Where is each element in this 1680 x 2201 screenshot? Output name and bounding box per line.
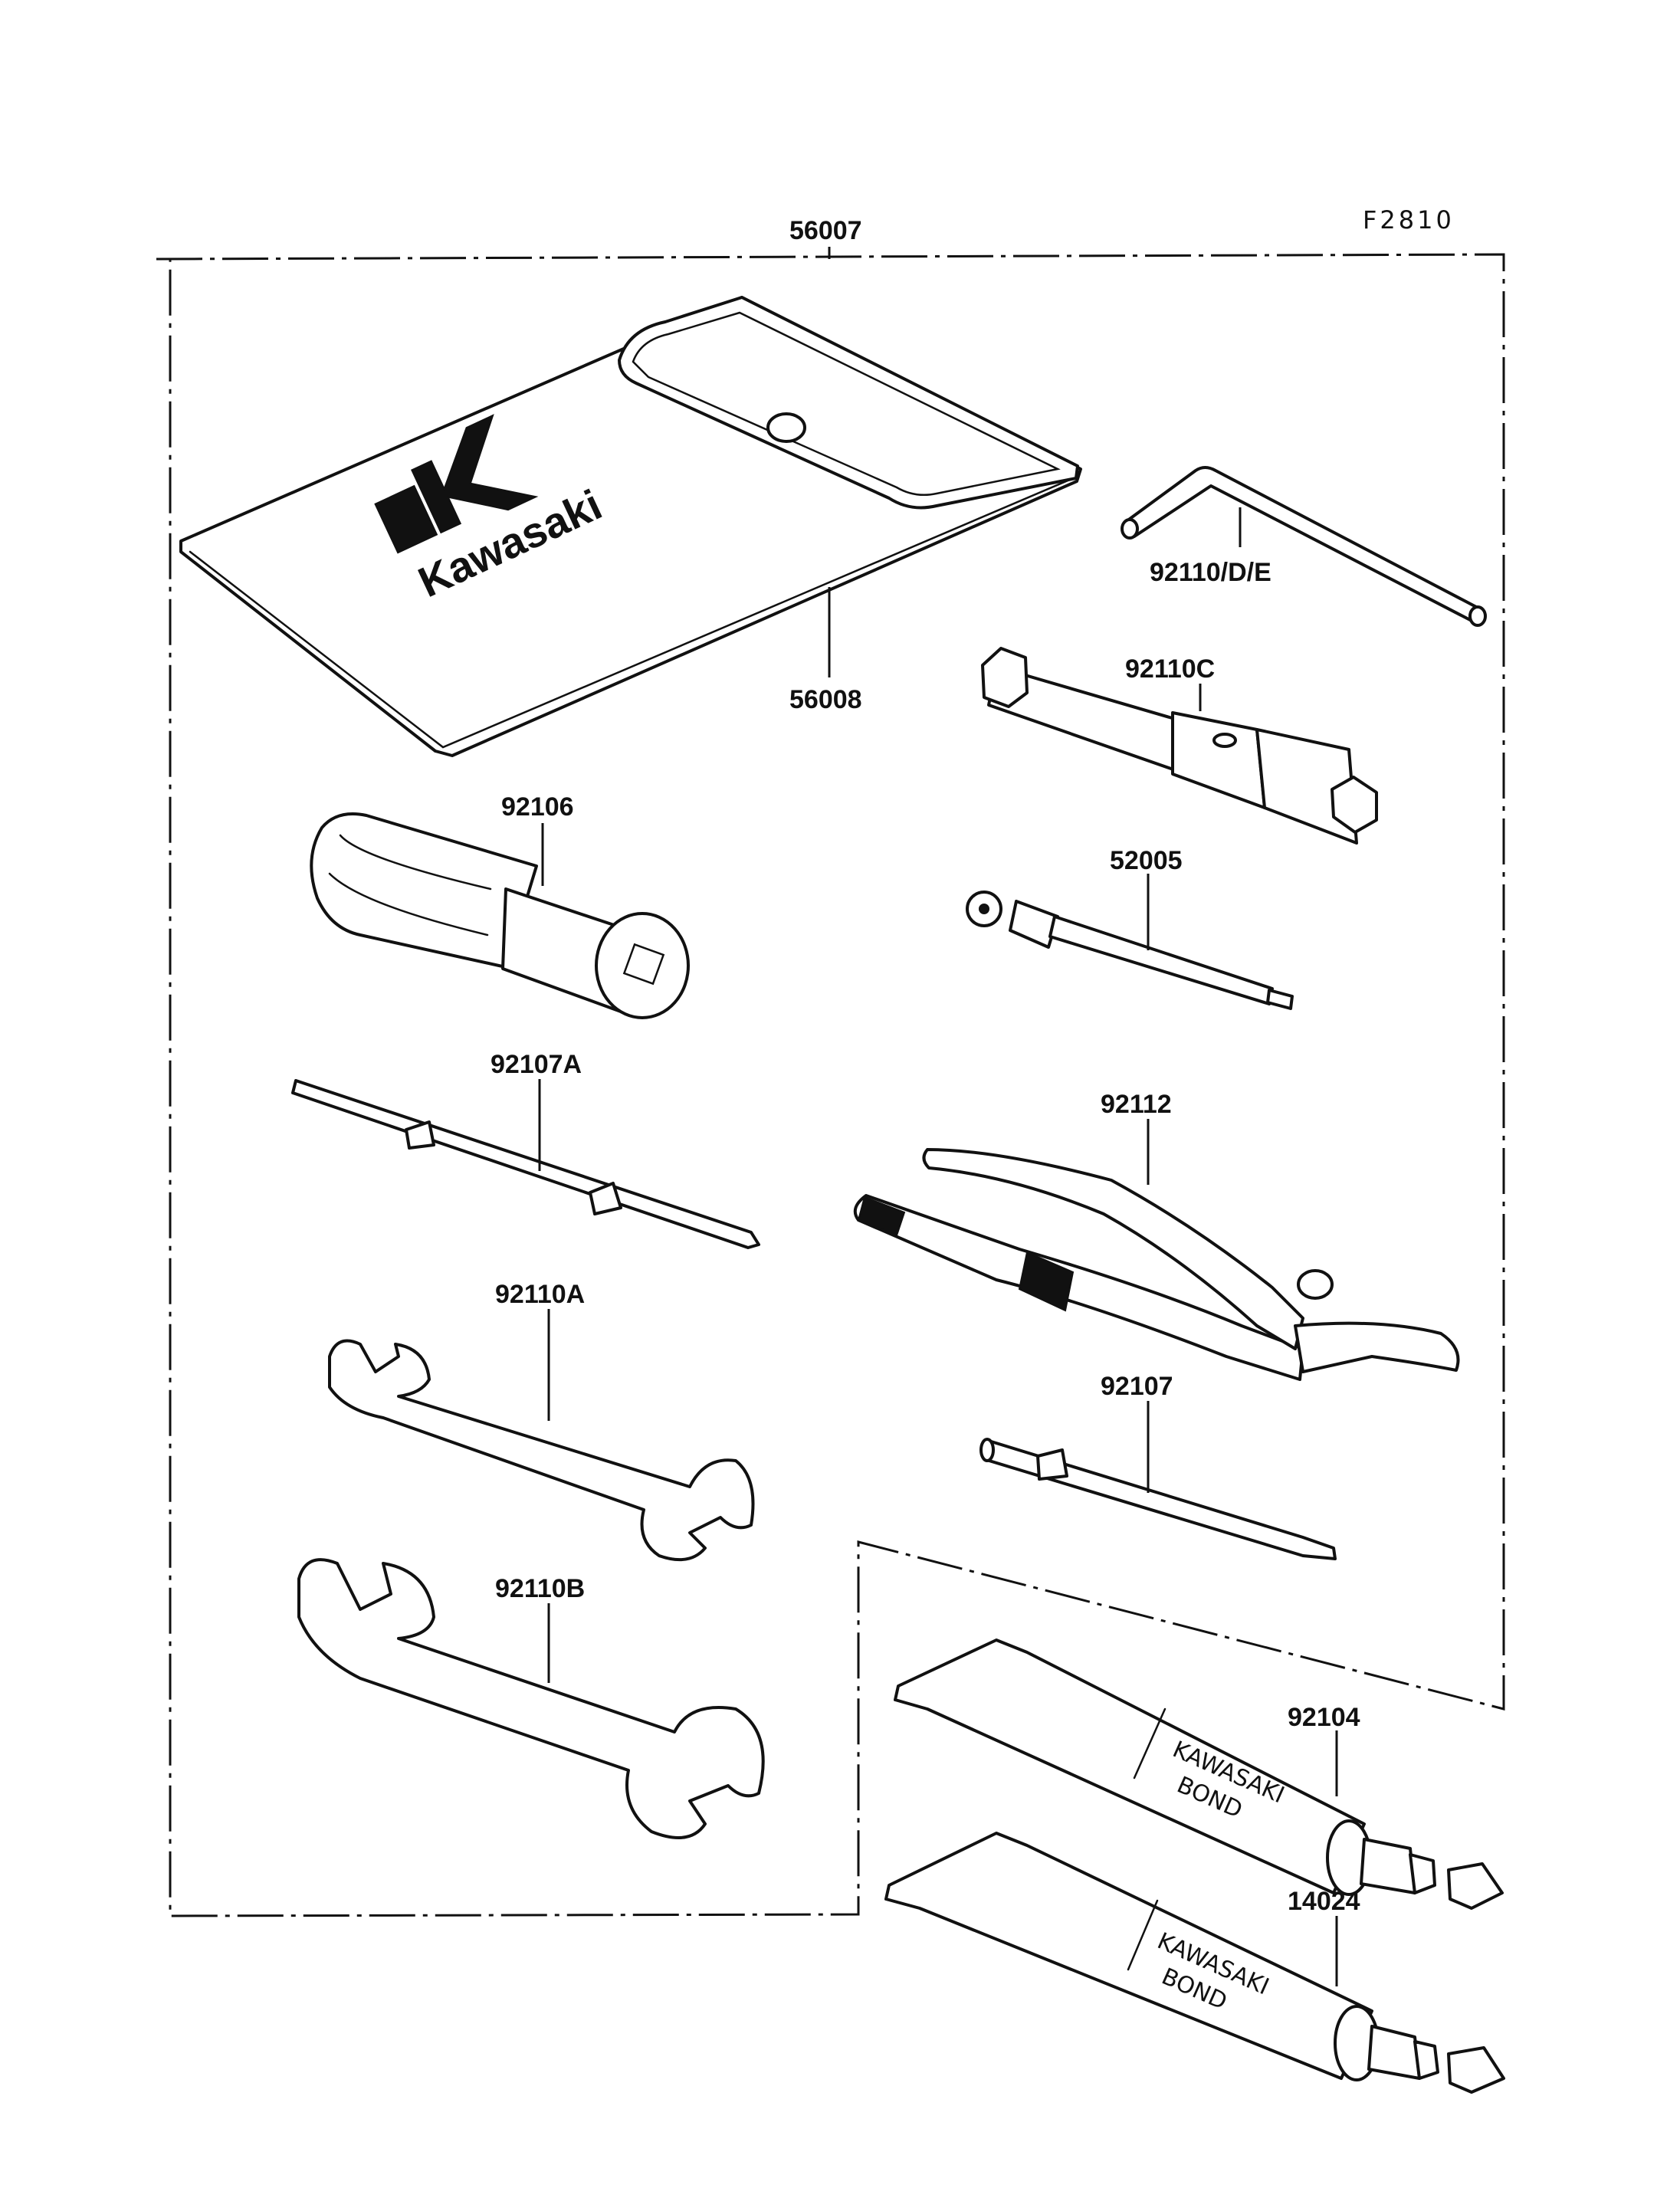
wrench-b	[297, 1558, 765, 1839]
handle-label: 92106	[501, 792, 574, 822]
screwdriver-2way	[291, 1079, 760, 1249]
bond-tube-2: KAWASAKI BOND	[884, 1832, 1505, 2094]
kit-outline	[156, 253, 1505, 1917]
pliers	[853, 1148, 1460, 1381]
bar-label: 52005	[1110, 846, 1183, 875]
plug-wrench-label: 92110C	[1125, 654, 1215, 684]
bond2-label: 14024	[1288, 1887, 1360, 1916]
bond1-label: 92104	[1288, 1703, 1360, 1732]
screwdriver-label: 92107	[1101, 1372, 1173, 1401]
tool-bag: Kawasaki	[179, 296, 1082, 757]
bag-label: 56008	[789, 685, 862, 714]
kit-label: 56007	[789, 216, 862, 245]
screwdriver-2way-label: 92107A	[491, 1050, 582, 1079]
screwdriver	[979, 1438, 1337, 1560]
plug-wrench	[981, 647, 1378, 845]
wrench-a-label: 92110A	[495, 1280, 585, 1309]
screwdriver-handle	[310, 812, 690, 1019]
snap-button	[766, 412, 806, 443]
figure-code: F2810	[1363, 205, 1455, 235]
extension-bar	[966, 891, 1294, 1010]
hex-wrench-label: 92110/D/E	[1150, 558, 1271, 587]
wrench-b-label: 92110B	[495, 1574, 585, 1603]
wrench-a	[328, 1339, 755, 1562]
hex-wrench	[1121, 466, 1487, 627]
pliers-label: 92112	[1101, 1090, 1172, 1119]
